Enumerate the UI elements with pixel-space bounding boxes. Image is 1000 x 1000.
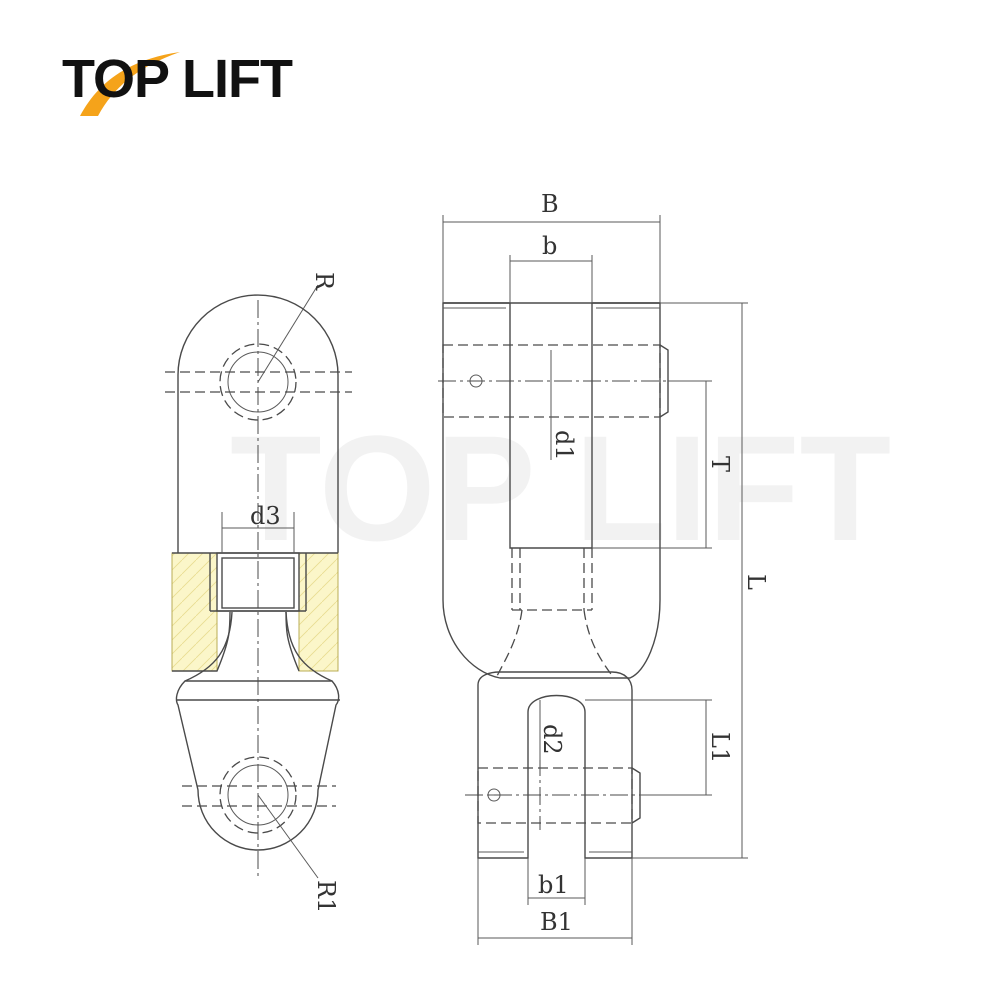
label-d3: d3 — [250, 502, 281, 530]
front-view — [438, 215, 748, 945]
l-dimension — [632, 302, 748, 859]
d3-dimension — [221, 512, 295, 553]
hatched-section-right — [298, 552, 339, 672]
label-b-inner: b — [542, 232, 557, 260]
label-l: L — [742, 574, 770, 590]
label-r1: R1 — [312, 880, 340, 913]
dimension-labels: R R1 d3 B b d1 T L L1 d2 b1 B1 — [250, 190, 770, 936]
label-d2: d2 — [538, 724, 566, 755]
upper-pin-hole — [219, 343, 297, 421]
watermark: TOP LIFT — [230, 404, 891, 572]
label-d1: d1 — [550, 430, 578, 461]
upper-clevis-outline — [442, 302, 661, 679]
r-leader — [257, 284, 319, 383]
upper-body-outline — [177, 294, 339, 553]
side-view — [165, 284, 352, 880]
label-b1-outer: B1 — [540, 908, 573, 936]
toplift-logo: TOP LIFT — [62, 42, 362, 122]
b1-dimension — [527, 858, 586, 905]
logo-text: TOP LIFT — [62, 49, 293, 109]
watermark-text: TOP LIFT — [230, 404, 891, 572]
t-dimension — [592, 380, 712, 549]
b-upper-dimension — [442, 215, 661, 303]
label-l1: L1 — [706, 732, 734, 763]
b1-outer-dimension — [477, 858, 633, 945]
lower-pin-hole — [219, 756, 297, 834]
r1-leader — [257, 794, 319, 879]
logo-swoosh-icon — [80, 52, 180, 116]
label-b1-inner: b1 — [538, 871, 569, 899]
b-inner-dimension — [509, 255, 593, 303]
lower-clevis-outline — [477, 671, 633, 859]
lower-body-outline — [175, 680, 340, 851]
l1-dimension — [585, 699, 712, 796]
label-b-outer: B — [541, 190, 559, 218]
label-t: T — [706, 456, 734, 472]
label-r: R — [310, 272, 338, 291]
